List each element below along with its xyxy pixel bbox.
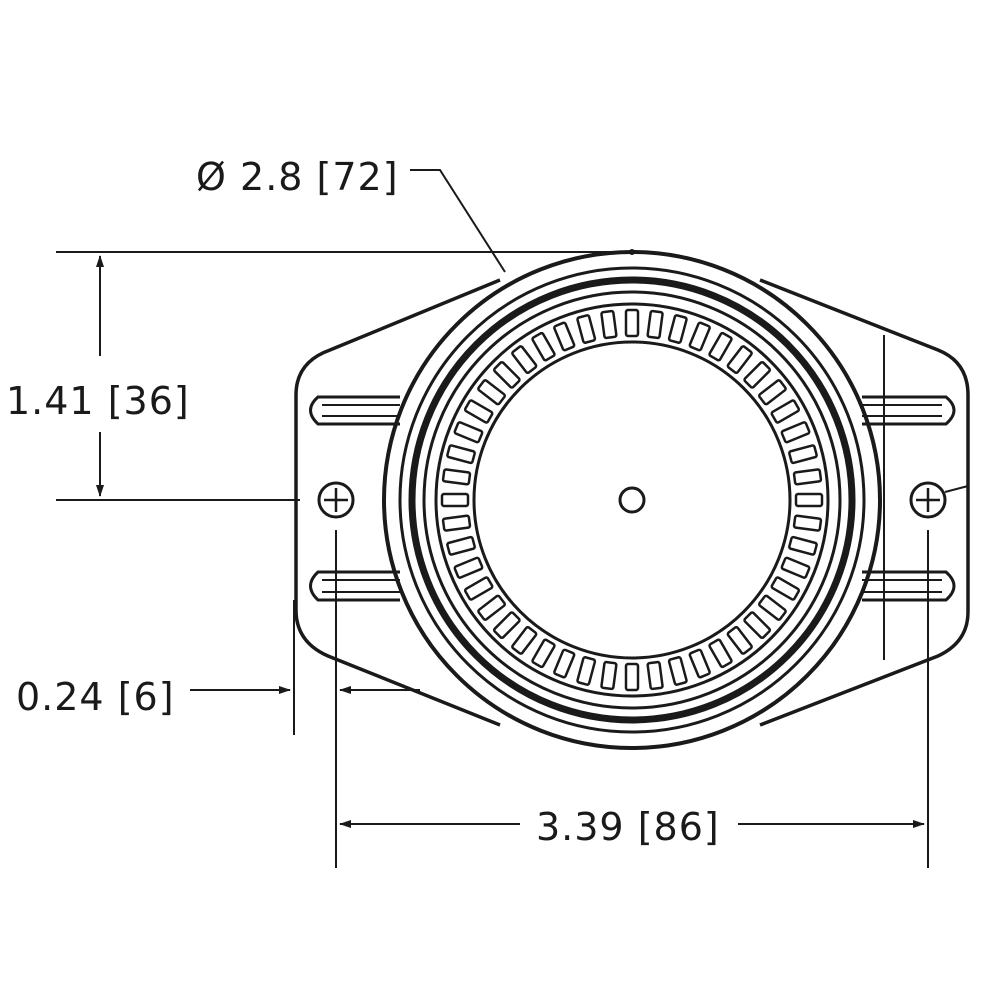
lens-segment: [531, 331, 556, 362]
lens-segment: [646, 660, 664, 691]
lens-segment: [453, 421, 484, 444]
lens-segment: [792, 514, 823, 532]
left-screw-icon: [317, 481, 355, 519]
lens-segment: [477, 379, 506, 406]
lens-segment: [600, 660, 618, 691]
lens-segment: [492, 611, 521, 640]
lens-segment: [708, 638, 733, 669]
lens-segment: [788, 535, 818, 556]
right-lower-rib: [862, 570, 956, 602]
lens-segment: [440, 492, 470, 508]
left-upper-rib: [309, 395, 400, 426]
diameter-value: 2.8: [240, 155, 303, 199]
lamp-dome: [382, 249, 882, 750]
diameter-dimension: Ø 2.8 [72]: [196, 155, 506, 273]
height-value: 1.41: [6, 379, 95, 423]
lens-segment: [441, 514, 472, 532]
lens-segment: [688, 321, 711, 352]
svg-text:3.39 [86]: 3.39 [86]: [536, 805, 720, 849]
lens-segment: [511, 345, 538, 374]
lens-segment: [770, 399, 801, 424]
center-point: [618, 486, 646, 514]
left-lower-rib: [309, 570, 400, 602]
lens-segment: [441, 468, 472, 486]
svg-text:1.41 [36]: 1.41 [36]: [6, 379, 190, 423]
lens-segment: [553, 648, 576, 679]
right-screw-icon: [909, 481, 947, 519]
lens-segment: [688, 648, 711, 679]
lens-segment: [743, 360, 772, 389]
lens-segment: [477, 594, 506, 621]
diameter-symbol: Ø: [196, 155, 227, 199]
lens-segment: [788, 444, 818, 465]
lens-segment: [667, 656, 688, 686]
lens-segment: [511, 626, 538, 655]
lens-segment: [758, 594, 787, 621]
lens-segment: [780, 421, 811, 444]
right-upper-rib: [862, 395, 956, 426]
svg-text:Ø 2.8 [72]: Ø 2.8 [72]: [196, 155, 399, 199]
offset-bracket: [6]: [118, 675, 175, 719]
lens-segment: [726, 626, 753, 655]
lens-segment: [624, 662, 640, 692]
lens-segment: [576, 314, 597, 344]
lens-segment-ring: [440, 308, 824, 692]
lens-segment: [576, 656, 597, 686]
width-dimension: 3.39 [86]: [339, 335, 969, 868]
lens-segment: [463, 576, 494, 601]
lens-segment: [770, 576, 801, 601]
diameter-bracket: [72]: [317, 155, 399, 199]
width-bracket: [86]: [638, 805, 720, 849]
lens-segment: [553, 321, 576, 352]
lens-segment: [453, 556, 484, 579]
lens-segment: [446, 444, 476, 465]
height-bracket: [36]: [108, 379, 190, 423]
lens-segment: [726, 345, 753, 374]
lens-segment: [492, 360, 521, 389]
offset-value: 0.24: [16, 675, 105, 719]
lens-segment: [531, 638, 556, 669]
offset-dimension: 0.24 [6]: [16, 530, 420, 868]
lens-segment: [446, 535, 476, 556]
lens-segment: [463, 399, 494, 424]
lens-segment: [794, 492, 824, 508]
height-dimension: 1.41 [36]: [6, 251, 632, 501]
lens-segment: [780, 556, 811, 579]
width-value: 3.39: [536, 805, 625, 849]
lens-segment: [667, 314, 688, 344]
lens-segment: [758, 379, 787, 406]
lens-segment: [624, 308, 640, 338]
lens-segment: [743, 611, 772, 640]
lens-segment: [708, 331, 733, 362]
lens-segment: [792, 468, 823, 486]
lens-segment: [646, 309, 664, 340]
svg-text:0.24 [6]: 0.24 [6]: [16, 675, 175, 719]
lens-segment: [600, 309, 618, 340]
